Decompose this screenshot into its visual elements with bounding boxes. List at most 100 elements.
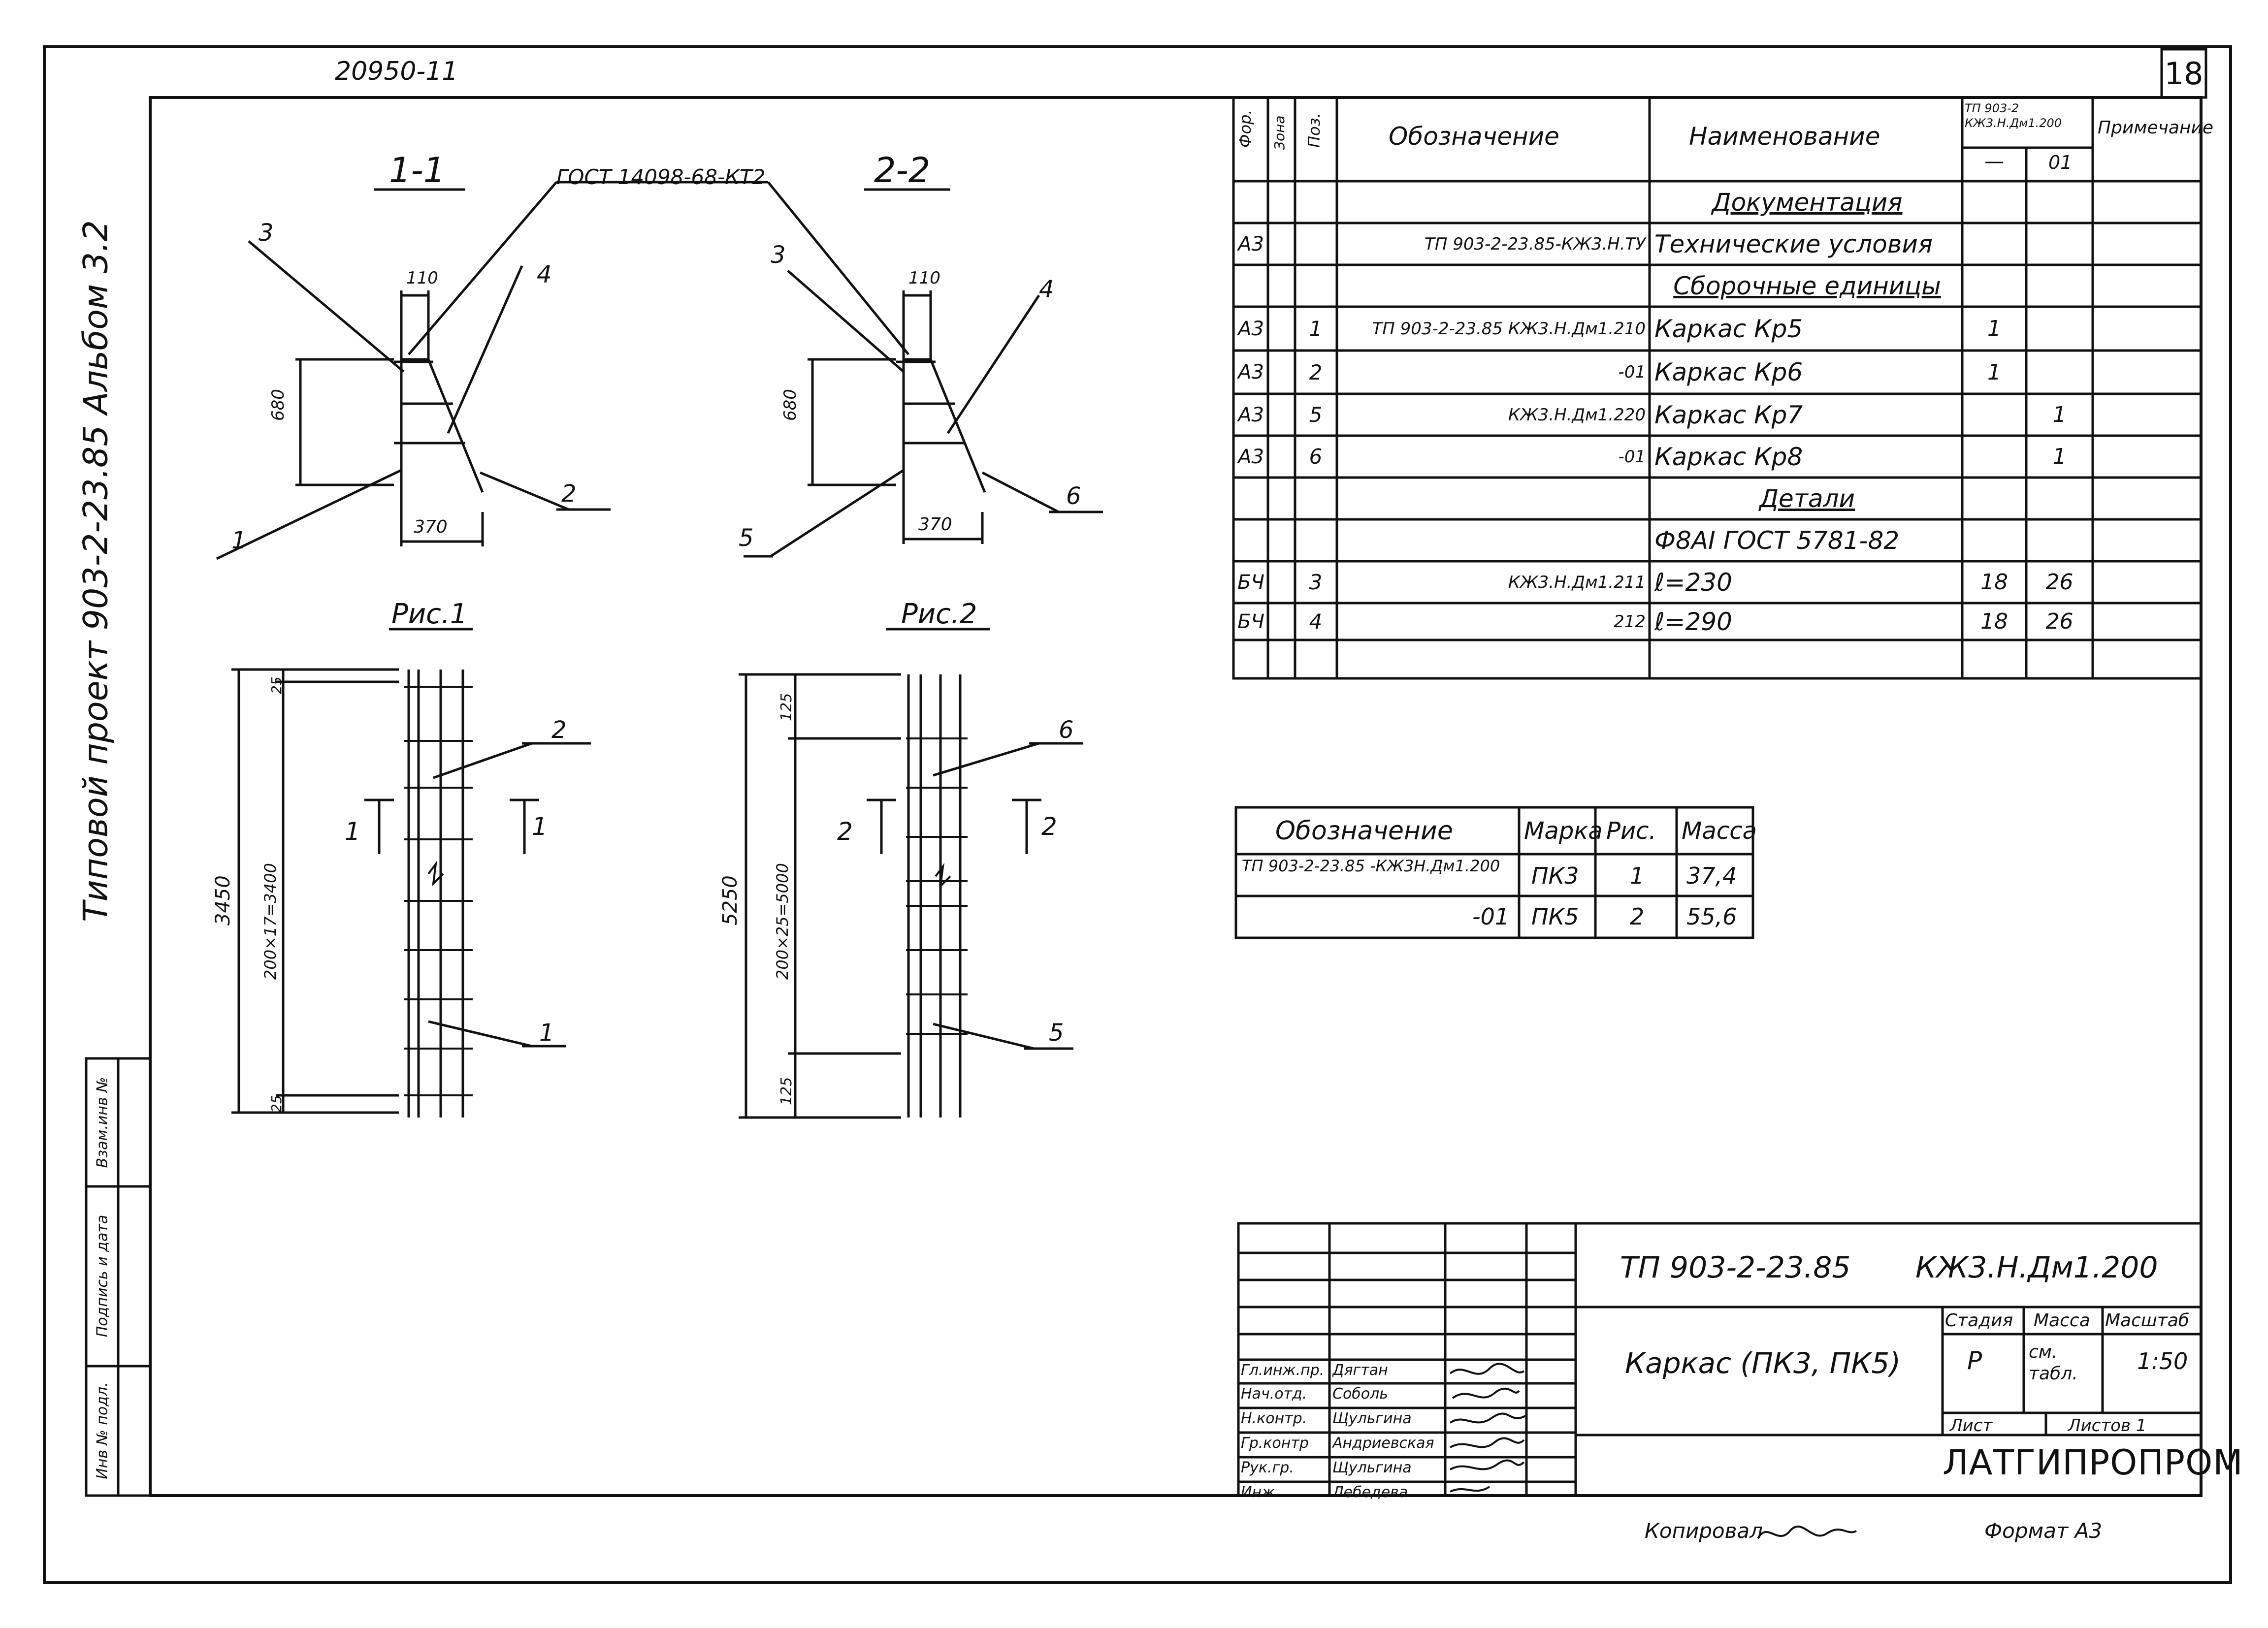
section-1-title: 1-1 bbox=[389, 150, 446, 191]
spec-row-name: ℓ=230 bbox=[1654, 568, 1732, 597]
spec-row-format: А3 bbox=[1238, 445, 1264, 468]
spec-row-position bbox=[1296, 265, 1335, 307]
stamp-sign-date: Подпись и дата bbox=[94, 1214, 111, 1338]
spec-row-designation bbox=[1340, 640, 1646, 678]
spec-row-qty-1 bbox=[1965, 265, 2024, 307]
fig-1-dim-bottom: 25 bbox=[268, 1095, 285, 1113]
section-2-title: 2-2 bbox=[874, 150, 931, 191]
title-mass-label: Масса bbox=[2034, 1310, 2090, 1331]
spec-row-section-heading: Сборочные единицы bbox=[1673, 271, 1941, 300]
mass-row-2-designation: -01 bbox=[1472, 903, 1510, 930]
spec-row-format bbox=[1235, 265, 1267, 307]
mass-row-1-mark: ПК3 bbox=[1531, 862, 1579, 889]
spec-row-name: Каркас Кр7 bbox=[1654, 400, 1803, 429]
spec-row-designation bbox=[1340, 181, 1646, 223]
mass-row-1-designation: ТП 903-2-23.85 -КЖ3Н.Дм1.200 bbox=[1242, 857, 1500, 875]
spec-row-position: 1 bbox=[1309, 317, 1323, 341]
title-scale-label: Масштаб bbox=[2105, 1310, 2190, 1331]
title-doc-code: КЖ3.Н.Дм1.200 bbox=[1915, 1250, 2158, 1285]
mass-row-1-mass: 37,4 bbox=[1686, 862, 1737, 889]
spec-row-qty-2: 26 bbox=[2045, 570, 2074, 595]
spec-header-qty-group: ТП 903-2 КЖ3.Н.Дм1.200 bbox=[1965, 101, 2062, 130]
footer-copied: Копировал bbox=[1645, 1519, 1763, 1543]
stamp-inv-number: Инв № подл. bbox=[94, 1382, 111, 1479]
spec-row-name: ℓ=290 bbox=[1654, 607, 1732, 636]
spec-header-zone: Зона bbox=[1271, 115, 1288, 150]
spec-row-qty-2 bbox=[2029, 351, 2090, 394]
spec-row-qty-1 bbox=[1965, 519, 2024, 561]
fig-2-section-mark-right: 2 bbox=[1041, 812, 1057, 841]
spec-table-grid bbox=[1232, 96, 2203, 680]
fig-2-title: Рис.2 bbox=[901, 598, 977, 630]
footer-format: Формат А3 bbox=[1984, 1519, 2103, 1543]
spec-header-note: Примечание bbox=[2098, 118, 2214, 138]
spec-row-designation: КЖ3.Н.Дм1.220 bbox=[1508, 405, 1646, 425]
page-number: 18 bbox=[2164, 55, 2203, 92]
section-2-callout-5: 5 bbox=[739, 524, 754, 552]
title-person-role: Нач.отд. bbox=[1241, 1385, 1307, 1403]
title-person-role: Рук.гр. bbox=[1241, 1459, 1294, 1476]
fig-1-callout-1: 1 bbox=[539, 1019, 554, 1047]
spec-row-qty-2: 1 bbox=[2052, 444, 2067, 469]
mass-header-fig: Рис. bbox=[1606, 817, 1656, 845]
spec-row-designation bbox=[1340, 519, 1646, 561]
fig-2-callout-6: 6 bbox=[1059, 716, 1074, 744]
fig-2-section-mark-left: 2 bbox=[837, 817, 853, 846]
fig-2-dim-total: 5250 bbox=[719, 875, 742, 926]
section-2-callout-3: 3 bbox=[771, 241, 786, 269]
section-2-dim-bottom: 370 bbox=[918, 514, 952, 535]
fig-1-geometry bbox=[231, 628, 591, 1117]
spec-row-position: 6 bbox=[1309, 445, 1323, 469]
fig-1-dim-top: 25 bbox=[268, 676, 285, 694]
spec-row-position: 3 bbox=[1309, 570, 1323, 594]
spec-header-designation: Обозначение bbox=[1389, 122, 1559, 151]
fig-2-callout-5: 5 bbox=[1049, 1019, 1064, 1047]
inner-frame bbox=[149, 96, 2203, 1497]
title-person-role: Гр.контр bbox=[1241, 1435, 1309, 1452]
spec-row-position bbox=[1296, 223, 1335, 265]
spec-row-position bbox=[1296, 181, 1335, 223]
fig-2-dim-middle: 200×25=5000 bbox=[773, 863, 792, 980]
spec-row-qty-2 bbox=[2029, 223, 2090, 265]
title-person-name: Лебедева bbox=[1332, 1484, 1408, 1501]
fig-1-dim-middle: 200×17=3400 bbox=[261, 863, 280, 980]
spec-row-qty-1 bbox=[1965, 436, 2024, 478]
section-1-dim-bottom: 370 bbox=[414, 517, 448, 537]
title-person-name: Андриевская bbox=[1332, 1435, 1434, 1452]
spec-row-position: 2 bbox=[1309, 360, 1323, 384]
title-block-grid bbox=[1237, 1222, 2203, 1497]
spec-row-format: А3 bbox=[1238, 317, 1264, 340]
section-2-callout-4: 4 bbox=[1039, 276, 1054, 303]
title-sheets-label: Листов 1 bbox=[2068, 1416, 2147, 1436]
spec-row-qty-2 bbox=[2029, 640, 2090, 678]
section-1-dim-height: 680 bbox=[268, 389, 288, 421]
spec-row-designation bbox=[1340, 265, 1646, 307]
spec-row-qty-1: 18 bbox=[1980, 570, 2008, 595]
spec-row-qty-2 bbox=[2029, 307, 2090, 351]
spec-row-qty-2: 1 bbox=[2052, 402, 2067, 427]
spec-row-designation bbox=[1340, 478, 1646, 519]
spec-row-format bbox=[1235, 640, 1267, 678]
spec-row-qty-1 bbox=[1965, 640, 2024, 678]
spec-row-name bbox=[1654, 640, 1960, 678]
spec-header-qty1: — bbox=[1984, 150, 2004, 173]
section-1-dim-top: 110 bbox=[406, 268, 438, 288]
spec-row-format: А3 bbox=[1238, 232, 1264, 255]
copier-signature bbox=[1757, 1525, 1857, 1539]
left-stamp bbox=[85, 1057, 152, 1497]
spec-row-section-heading: Документация bbox=[1712, 188, 1903, 217]
title-person-name: Дягтан bbox=[1332, 1362, 1388, 1379]
spec-row-qty-2 bbox=[2029, 478, 2090, 519]
section-1-1-geometry bbox=[216, 181, 768, 560]
section-2-dim-top: 110 bbox=[908, 268, 940, 288]
section-1-callout-4: 4 bbox=[537, 261, 552, 288]
fig-1-section-mark-right: 1 bbox=[532, 812, 548, 841]
spec-row-qty-1 bbox=[1965, 478, 2024, 519]
spec-row-qty-2 bbox=[2029, 265, 2090, 307]
mass-header-mass: Масса bbox=[1682, 817, 1757, 845]
spec-header-pos: Поз. bbox=[1305, 113, 1324, 148]
title-person-role: Н.контр. bbox=[1241, 1410, 1307, 1427]
title-name: Каркас (ПК3, ПК5) bbox=[1625, 1346, 1901, 1380]
spec-row-position: 4 bbox=[1309, 609, 1323, 634]
spec-row-designation: КЖ3.Н.Дм1.211 bbox=[1508, 572, 1646, 592]
